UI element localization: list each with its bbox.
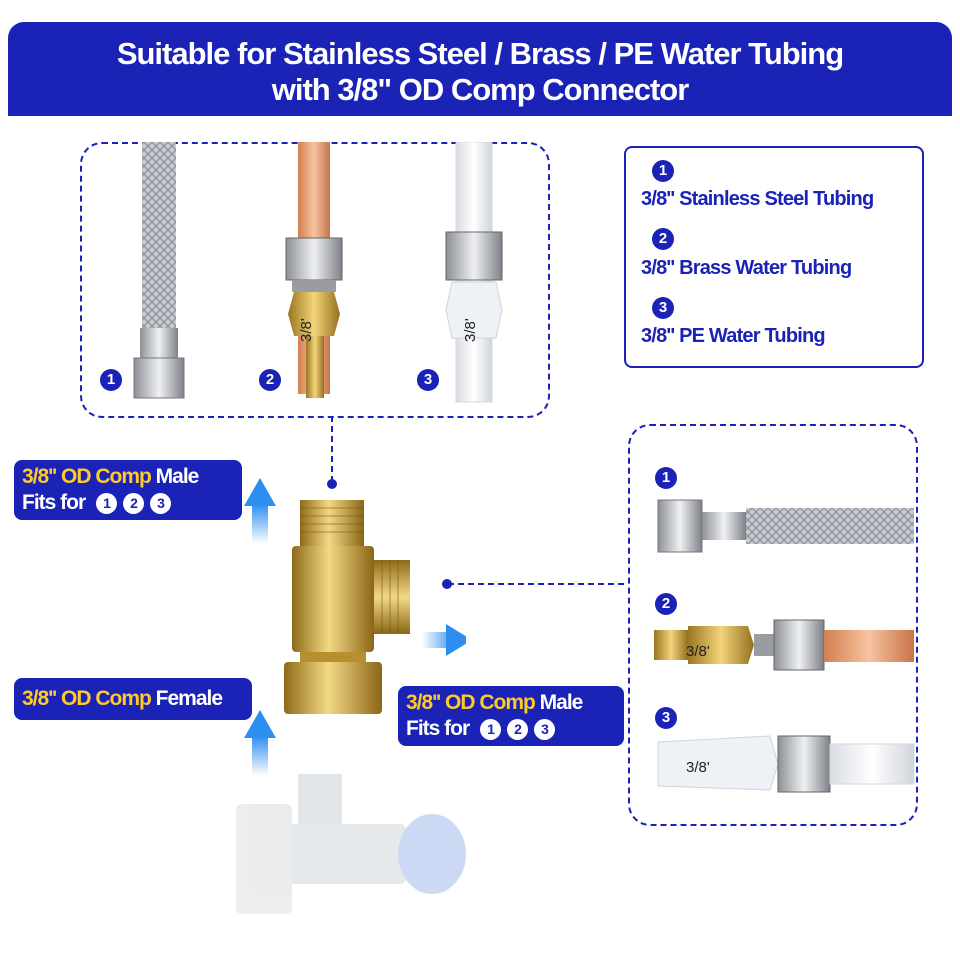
- up-arrow-icon: [244, 478, 276, 506]
- right-number-3: 3: [655, 707, 677, 729]
- callout-side-number-3: 3: [534, 718, 556, 740]
- callout-female: 3/8'' OD Comp Female: [14, 678, 252, 720]
- callout-side-male-highlight: 3/8'' OD Comp: [406, 691, 536, 714]
- right-pe-tubing-illustration: [657, 735, 915, 793]
- legend-box: [624, 146, 924, 368]
- right-tubing-illustrations: [654, 499, 915, 793]
- tee-side-thread: [374, 560, 410, 634]
- header-line-1: Suitable for Stainless Steel / Brass / P…: [116, 36, 844, 71]
- tee-body: [292, 546, 374, 652]
- legend-number-2: 2: [652, 228, 674, 250]
- callout-top-male-rest: Male: [150, 465, 200, 488]
- callout-side-male-rest: Male: [534, 691, 584, 714]
- top-number-1: 1: [100, 369, 122, 391]
- callout-top-male-highlight: 3/8'' OD Comp: [22, 465, 152, 488]
- pe-tubing-illustration: [445, 142, 503, 403]
- header-banner: Suitable for Stainless Steel / Brass / P…: [8, 22, 952, 116]
- stainless-hose-illustration: [133, 142, 185, 399]
- right-tubing-panel: [628, 424, 918, 826]
- up-arrow-bottom-shaft: [252, 736, 268, 776]
- callout-female-rest: Female: [150, 687, 223, 710]
- right-brass-size-mark: 3/8': [686, 643, 710, 660]
- brass-tubing-illustration: [285, 142, 343, 398]
- right-arrow-icon: [446, 624, 466, 656]
- header-line-2: with 3/8" OD Comp Connector: [271, 72, 690, 107]
- right-number-1: 1: [655, 467, 677, 489]
- legend-label-2: 3/8'' Brass Water Tubing: [641, 257, 852, 279]
- brass-tee-illustration: [236, 478, 466, 914]
- right-pe-size-mark: 3/8': [686, 759, 710, 776]
- right-stainless-hose-illustration: [657, 499, 914, 553]
- right-brass-tubing-illustration: [654, 619, 914, 671]
- top-number-2: 2: [259, 369, 281, 391]
- up-arrow-shaft: [252, 504, 268, 544]
- callout-top-number-1: 1: [96, 492, 118, 514]
- tee-top-thread: [300, 500, 364, 546]
- tee-bottom-nut: [284, 662, 382, 714]
- callout-top-number-2: 2: [123, 492, 145, 514]
- up-arrow-bottom-icon: [244, 710, 276, 738]
- top-tubing-illustrations: [133, 142, 503, 403]
- legend-number-1: 1: [652, 160, 674, 182]
- right-number-2: 2: [655, 593, 677, 615]
- callout-top-male-fits: Fits for: [22, 491, 86, 514]
- callout-female-highlight: 3/8'' OD Comp: [22, 687, 152, 710]
- callout-top-number-3: 3: [150, 492, 172, 514]
- legend-label-1: 3/8'' Stainless Steel Tubing: [641, 188, 874, 210]
- callout-side-male-fits: Fits for: [406, 717, 470, 740]
- legend-number-3: 3: [652, 297, 674, 319]
- callout-side-number-1: 1: [480, 718, 502, 740]
- callout-side-number-2: 2: [507, 718, 529, 740]
- shutoff-valve-illustration: [236, 774, 466, 914]
- legend-label-3: 3/8'' PE Water Tubing: [641, 325, 826, 347]
- top-number-3: 3: [417, 369, 439, 391]
